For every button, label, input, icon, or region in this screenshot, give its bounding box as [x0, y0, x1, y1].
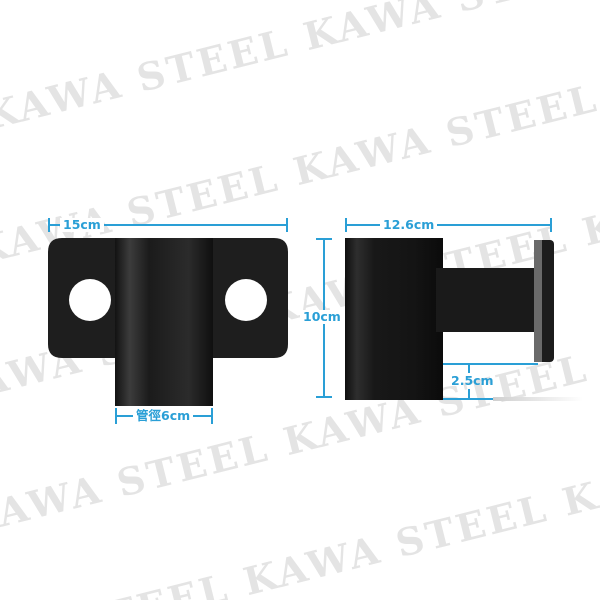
mounting-plate-side: [542, 240, 554, 362]
pipe-diameter-label: 管徑6cm: [133, 409, 194, 423]
width-label: 12.6cm: [380, 218, 438, 232]
dimension-tick: [316, 396, 332, 398]
dimension-tick: [211, 408, 213, 424]
dimension-line: [48, 224, 288, 226]
connecting-arm: [436, 268, 540, 332]
dimension-tick: [286, 218, 288, 232]
floor-shadow: [493, 397, 583, 401]
pipe-socket: [115, 238, 213, 406]
watermark-text: KAWA STEEL KAWA STEEL KAWA STEEL KAWA ST…: [0, 0, 600, 274]
watermark-text: KAWA STEEL KAWA STEEL KAWA STEEL KAWA ST…: [0, 326, 600, 600]
plate-edge-highlight: [534, 240, 544, 362]
watermark-text: KAWA STEEL KAWA STEEL KAWA STEEL KAWA ST…: [0, 0, 600, 139]
dimension-tick: [468, 389, 470, 398]
offset-label: 2.5cm: [451, 373, 494, 388]
dimension-line: [443, 398, 493, 400]
dimension-tick: [468, 363, 470, 373]
width-label: 15cm: [60, 218, 104, 232]
height-label: 10cm: [300, 310, 344, 324]
pipe-socket-side: [345, 238, 443, 400]
watermark-text: KAWA STEEL KAWA STEEL KAWA STEEL KAWA ST…: [0, 56, 600, 414]
dimension-tick: [550, 218, 552, 232]
dimension-line: [345, 224, 552, 226]
dimension-line: [443, 363, 538, 365]
